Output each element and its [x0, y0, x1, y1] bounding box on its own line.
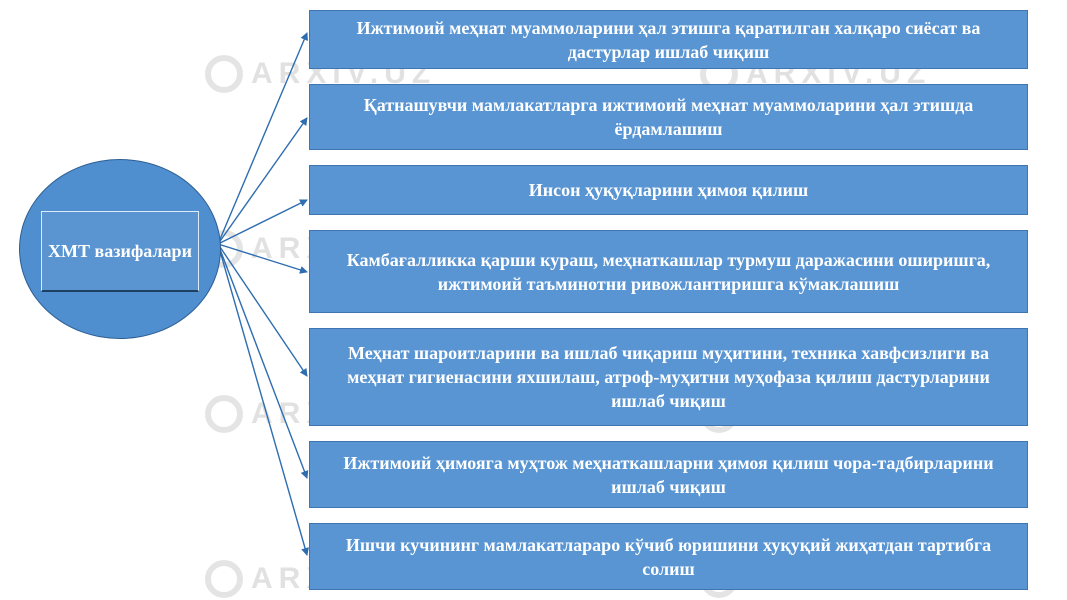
watermark-logo-icon: [205, 55, 243, 93]
task-box-2: Қатнашувчи мамлакатларга ижтимоий меҳнат…: [309, 84, 1028, 150]
connector-arrow: [217, 243, 309, 479]
connector-arrow: [217, 243, 309, 556]
connector-arrow: [217, 117, 308, 245]
watermark-logo-icon: [205, 395, 243, 433]
task-box-6: Ижтимоий ҳимояга муҳтож меҳнаткашларни ҳ…: [309, 441, 1028, 508]
hub-label: ХМТ вазифалари: [41, 211, 199, 292]
task-box-3: Инсон ҳуқуқларини ҳимоя қилиш: [309, 165, 1028, 215]
connector-arrow: [217, 243, 308, 274]
task-box-7: Ишчи кучининг мамлакатлараро кўчиб юриши…: [309, 523, 1028, 590]
watermark-logo-icon: [205, 560, 243, 598]
connector-arrow: [217, 243, 308, 377]
task-box-4: Камбағалликка қарши кураш, меҳнаткашлар …: [309, 230, 1028, 313]
connector-arrow: [217, 199, 308, 245]
task-box-1: Ижтимоий меҳнат муаммоларини ҳал этишга …: [309, 10, 1028, 69]
connector-arrow: [217, 32, 308, 245]
task-box-5: Меҳнат шароитларини ва ишлаб чиқариш муҳ…: [309, 328, 1028, 426]
